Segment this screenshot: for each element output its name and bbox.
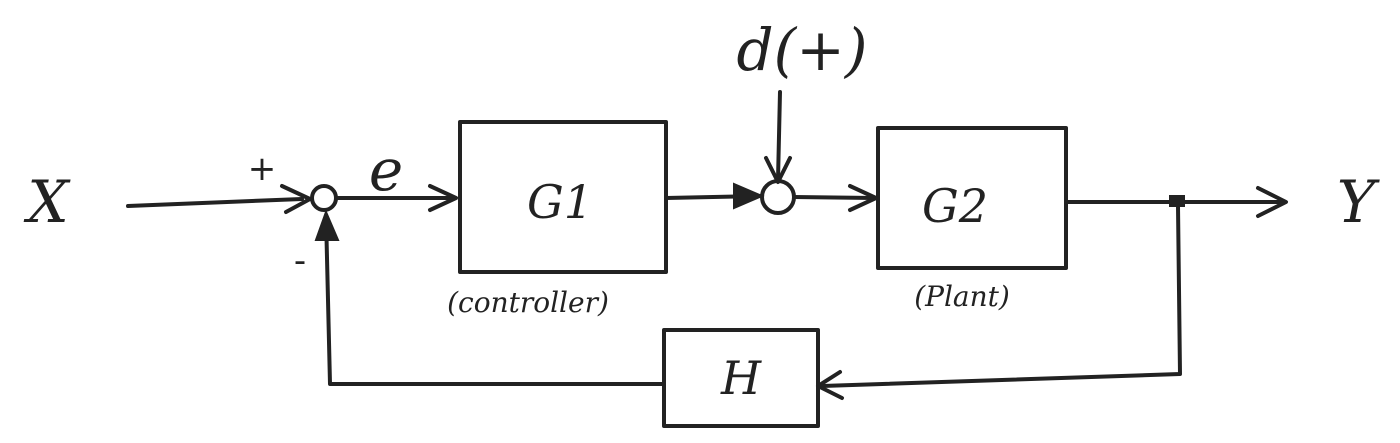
summing-junction-error bbox=[310, 184, 338, 212]
plus-sign: + bbox=[248, 149, 277, 189]
feedback-block bbox=[662, 328, 820, 428]
plant-label: G2 bbox=[922, 179, 988, 233]
disturbance-line bbox=[776, 90, 782, 182]
error-label: e bbox=[369, 136, 403, 204]
feedback-arrowhead-sum bbox=[314, 209, 340, 241]
plant-block bbox=[876, 126, 1068, 270]
output-arrowhead bbox=[1256, 186, 1288, 218]
controller-label: G1 bbox=[527, 175, 593, 229]
input-arrowhead bbox=[280, 184, 312, 214]
plant-caption: (Plant) bbox=[914, 280, 1010, 313]
input-label: X bbox=[23, 168, 71, 236]
output-label: Y bbox=[1337, 168, 1380, 236]
disturbance-label: d(+) bbox=[737, 16, 868, 84]
feedback-line-right bbox=[820, 204, 1182, 388]
controller-caption: (controller) bbox=[447, 286, 609, 319]
error-arrowhead bbox=[428, 184, 458, 212]
minus-sign: - bbox=[294, 241, 306, 281]
feedback-label: H bbox=[720, 351, 762, 405]
plant-input-line bbox=[792, 195, 876, 200]
input-line bbox=[126, 197, 304, 208]
feedback-line-left bbox=[324, 214, 666, 386]
controller-output-arrowhead bbox=[733, 182, 765, 210]
summing-junction-disturbance bbox=[760, 179, 796, 215]
